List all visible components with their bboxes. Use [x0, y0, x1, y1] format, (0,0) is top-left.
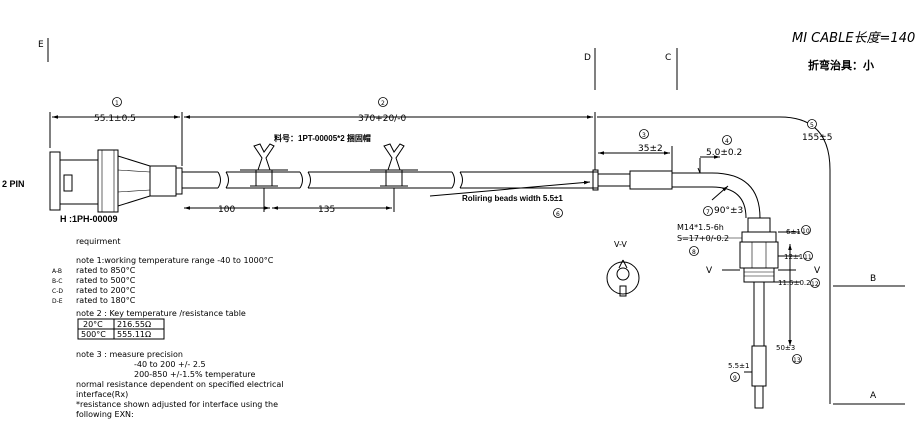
note-ab: rated to 850°C [76, 266, 136, 275]
pin-count-label: 2 PIN [2, 179, 25, 189]
balloon-9-label: 9 [733, 375, 737, 382]
balloon-12: 12 [810, 278, 820, 288]
zone-d-label: D [584, 53, 591, 63]
section-vv: V-V [606, 240, 640, 297]
balloon-5-label: 5 [810, 122, 814, 129]
connector [49, 149, 183, 213]
note-de: rated to 180°C [76, 296, 136, 305]
table-res-2: 555.11Ω [117, 330, 151, 339]
cable-clip-1 [240, 143, 288, 187]
zone-b-label: B [870, 274, 876, 284]
dim-connector-length: 55.1±0.5 [94, 114, 136, 124]
balloon-8: 8 [689, 246, 699, 256]
note-1: note 1:working temperature range -40 to … [76, 256, 274, 265]
clip-part-callout: 料号：1PT-00005*2 捆固帽 [274, 133, 371, 143]
note-requirement: requirment [76, 237, 120, 246]
mi-cable-length: MI CABLE长度=140 [792, 31, 915, 46]
balloon-1-label: 1 [115, 100, 119, 107]
balloon-7-label: 7 [706, 209, 710, 216]
dim-step-dia: 11.5±0.2 [778, 279, 811, 287]
balloon-3: 3 [639, 129, 649, 139]
sensor-fitting [739, 217, 779, 409]
balloon-11-label: 11 [804, 254, 812, 261]
note-6: *resistance shown adjusted for interface… [76, 400, 278, 409]
balloon-6: 6 [553, 208, 563, 218]
section-marker-left: V [706, 266, 713, 276]
note-4: normal resistance dependent on specified… [76, 380, 283, 389]
connector-part-number: H :1PH-00009 [60, 214, 118, 224]
notes-block: requirment note 1:working temperature ra… [52, 237, 283, 419]
note-cd-tag: C-D [52, 288, 63, 295]
bend-fixture-label: 折弯治具：小 [808, 58, 874, 72]
balloon-3-label: 3 [642, 132, 646, 139]
dim-probe-tip: 5.5±1 [728, 362, 749, 370]
balloon-12-label: 12 [811, 281, 819, 288]
cable [182, 169, 761, 219]
balloon-11: 11 [803, 251, 813, 261]
note-de-tag: D-E [52, 298, 63, 305]
dim-sleeve-length: 35±2 [638, 144, 663, 154]
section-marker-right: V [814, 266, 821, 276]
hex-spec: S=17+0/-0.2 [677, 234, 729, 243]
dim-bend-length: 155±5 [802, 133, 832, 143]
note-2: note 2 : Key temperature /resistance tab… [76, 309, 246, 318]
thread-spec: M14*1.5-6h [677, 223, 724, 232]
note-cd: rated to 200°C [76, 286, 136, 295]
balloon-2: 2 [378, 97, 388, 107]
rolling-bead-callout: Roliring beads width 5.5±1 [462, 194, 563, 203]
balloon-4: 4 [722, 135, 732, 145]
balloon-5: 5 [807, 119, 817, 129]
note-3: note 3 : measure precision [76, 350, 183, 359]
dim-clip-2: 135 [318, 205, 335, 215]
note-7: following EXN: [76, 410, 134, 419]
dim-thread-length: 12±1 [784, 253, 803, 261]
balloon-2-label: 2 [381, 100, 385, 107]
balloon-1: 1 [112, 97, 122, 107]
zone-e-label: E [38, 40, 44, 50]
section-vv-label: V-V [614, 240, 627, 249]
balloon-8-label: 8 [692, 249, 696, 256]
table-res-1: 216.55Ω [117, 320, 151, 329]
balloon-13: 13 [792, 354, 802, 364]
dim-bend-angle: 90°±3 [714, 206, 743, 216]
zone-c-label: C [665, 53, 671, 63]
zone-markers: E D C B A [38, 38, 905, 405]
dim-cable-length: 370+20/-0 [358, 114, 406, 124]
note-bc-tag: B-C [52, 278, 62, 285]
balloon-7: 7 [703, 206, 713, 216]
table-temp-1: 20°C [83, 320, 103, 329]
note-ab-tag: A-B [52, 268, 62, 275]
dim-probe-length: 50±3 [776, 344, 795, 352]
dim-sheath-dia: 5.0±0.2 [706, 148, 742, 158]
dim-clip-1: 100 [218, 205, 235, 215]
balloon-4-label: 4 [725, 138, 729, 145]
note-5: interface(Rx) [76, 390, 128, 399]
note-bc: rated to 500°C [76, 276, 136, 285]
note-3b: 200-850 +/-1.5% temperature [134, 370, 255, 379]
note-3a: -40 to 200 +/- 2.5 [134, 360, 206, 369]
table-temp-2: 500°C [81, 330, 106, 339]
zone-a-label: A [870, 391, 877, 401]
dim-hex-height: 6±1 [786, 228, 801, 236]
balloon-9: 9 [730, 372, 740, 382]
cable-clip-2 [370, 143, 418, 187]
balloon-10-label: 10 [802, 228, 810, 235]
balloon-13-label: 13 [793, 357, 801, 364]
dimension-lines [49, 112, 831, 404]
balloon-6-label: 6 [556, 211, 560, 218]
balloon-10: 10 [801, 225, 811, 235]
